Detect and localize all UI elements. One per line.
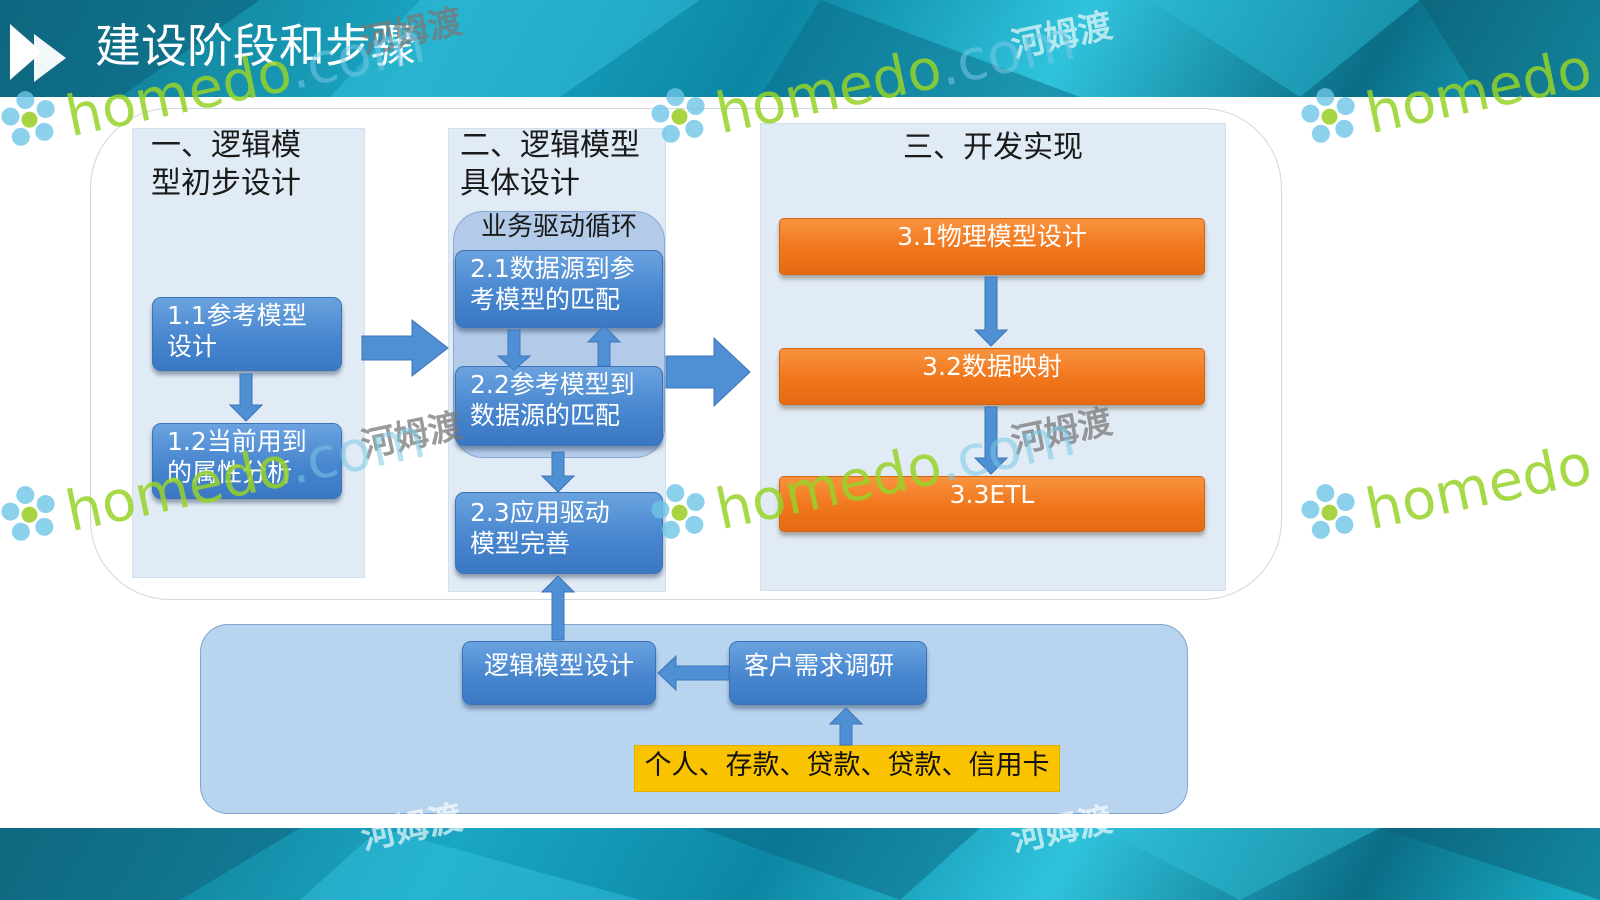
- phase-title-3: 三、开发实现: [903, 130, 1083, 165]
- watermark-logo: homedo: [1293, 427, 1598, 557]
- step-2-2: 2.2参考模型到 数据源的匹配: [455, 366, 663, 446]
- step-3-3: 3.3ETL: [779, 476, 1205, 532]
- phase-title-2: 二、逻辑模型 具体设计: [460, 128, 640, 201]
- step-2-3: 2.3应用驱动 模型完善: [455, 492, 663, 574]
- business-loop-label: 业务驱动循环: [480, 212, 637, 242]
- flower-icon: [1, 486, 55, 541]
- phase-title-1: 一、逻辑模 型初步设计: [151, 128, 301, 201]
- step-2-1: 2.1数据源到参 考模型的匹配: [455, 250, 663, 328]
- flower-icon: [1301, 484, 1355, 539]
- logic-model-design-box: 逻辑模型设计: [462, 641, 656, 705]
- header-pattern: [0, 0, 1600, 97]
- slide-title: 建设阶段和步骤: [95, 19, 417, 73]
- step-3-1: 3.1物理模型设计: [779, 218, 1205, 275]
- footer-band: [0, 828, 1600, 900]
- step-3-2: 3.2数据映射: [779, 348, 1205, 405]
- watermark-word: homedo: [1360, 431, 1598, 544]
- business-domains-box: 个人、存款、贷款、贷款、信用卡: [634, 745, 1060, 792]
- customer-research-box: 客户需求调研: [729, 641, 927, 705]
- step-1-1: 1.1参考模型 设计: [152, 297, 342, 371]
- step-1-2: 1.2当前用到 的属性分析: [152, 423, 342, 499]
- play-icon: [8, 22, 68, 88]
- footer-pattern: [0, 828, 1600, 900]
- header-band: [0, 0, 1600, 97]
